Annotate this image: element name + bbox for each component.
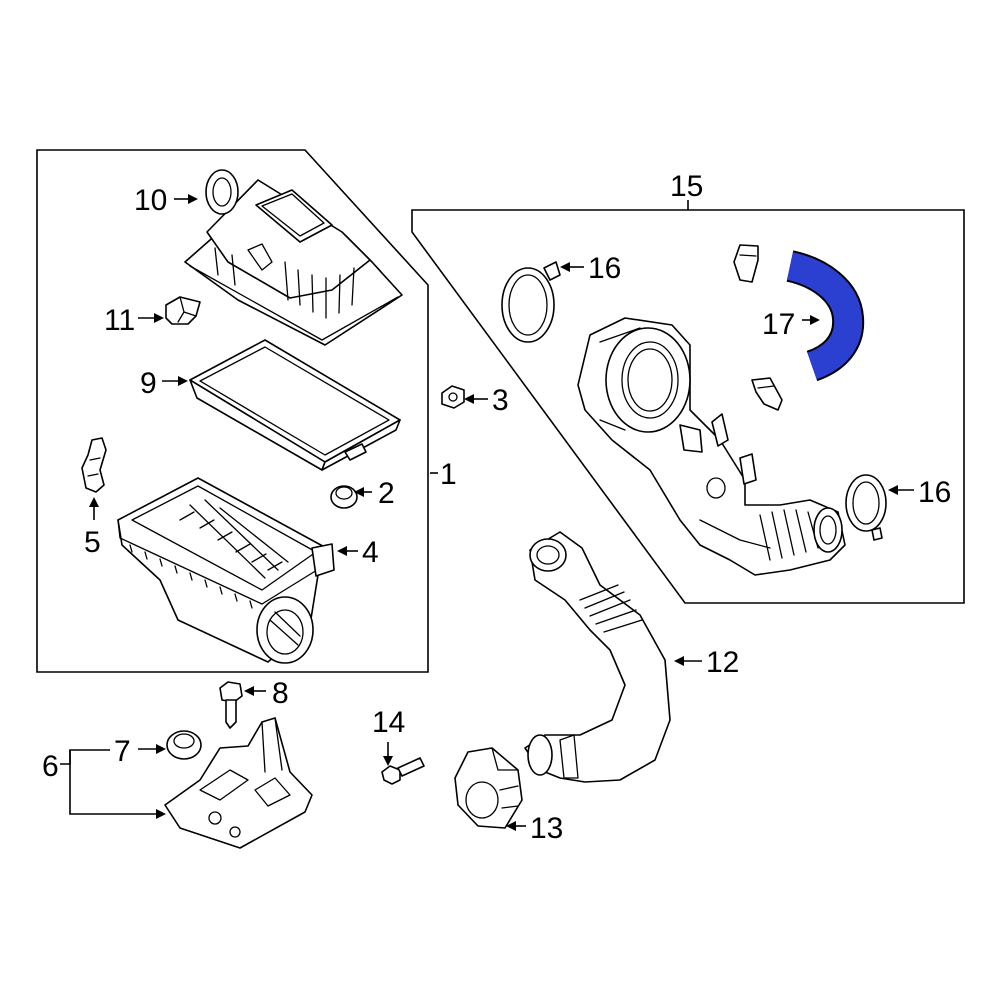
hose-clamp-upper[interactable] bbox=[501, 261, 561, 343]
callout-4: 4 bbox=[362, 536, 379, 569]
air-outlet-duct[interactable] bbox=[524, 531, 671, 783]
callout-14: 14 bbox=[372, 706, 405, 739]
callout-6: 6 bbox=[42, 750, 59, 783]
callout-leaders bbox=[60, 194, 914, 831]
callout-labels: 10 11 9 5 2 3 4 1 8 7 6 14 13 12 15 16 1… bbox=[42, 170, 951, 845]
callout-7: 7 bbox=[114, 735, 131, 768]
callout-16-upper: 16 bbox=[588, 252, 621, 285]
intake-tube-group-frame bbox=[411, 209, 965, 604]
callout-8: 8 bbox=[272, 677, 289, 710]
callout-13: 13 bbox=[530, 812, 563, 845]
hose-bolt[interactable] bbox=[381, 757, 425, 785]
callout-15: 15 bbox=[670, 170, 703, 203]
air-filter-element[interactable] bbox=[189, 339, 401, 471]
callout-2: 2 bbox=[378, 477, 395, 510]
air-cleaner-cover[interactable] bbox=[184, 169, 403, 346]
mounting-bolt[interactable] bbox=[219, 681, 243, 729]
intake-tube-resonator[interactable] bbox=[577, 317, 846, 576]
air-cleaner-group-frame bbox=[36, 149, 429, 673]
outlet-connector[interactable] bbox=[454, 747, 523, 829]
callout-16-lower: 16 bbox=[918, 476, 951, 509]
intake-air-temp-sensor[interactable] bbox=[165, 296, 201, 325]
air-cleaner-bracket[interactable] bbox=[164, 717, 313, 849]
air-cleaner-lower-housing[interactable] bbox=[117, 477, 335, 664]
hose-clip-lower[interactable] bbox=[751, 377, 783, 411]
callout-17: 17 bbox=[762, 308, 795, 341]
grommet[interactable] bbox=[330, 485, 358, 509]
highlighted-hose[interactable] bbox=[786, 250, 865, 382]
callout-3: 3 bbox=[492, 384, 509, 417]
callout-9: 9 bbox=[140, 367, 157, 400]
callout-1: 1 bbox=[440, 458, 457, 491]
callout-10: 10 bbox=[134, 184, 167, 217]
hose-clip-upper[interactable] bbox=[733, 244, 759, 283]
callout-5: 5 bbox=[84, 526, 101, 559]
nut[interactable] bbox=[441, 385, 465, 409]
callout-12: 12 bbox=[706, 646, 739, 679]
callout-11: 11 bbox=[104, 304, 135, 337]
hose-clamp-lower[interactable] bbox=[845, 474, 887, 541]
retaining-clip[interactable] bbox=[81, 437, 107, 493]
bracket-grommet[interactable] bbox=[166, 730, 202, 760]
